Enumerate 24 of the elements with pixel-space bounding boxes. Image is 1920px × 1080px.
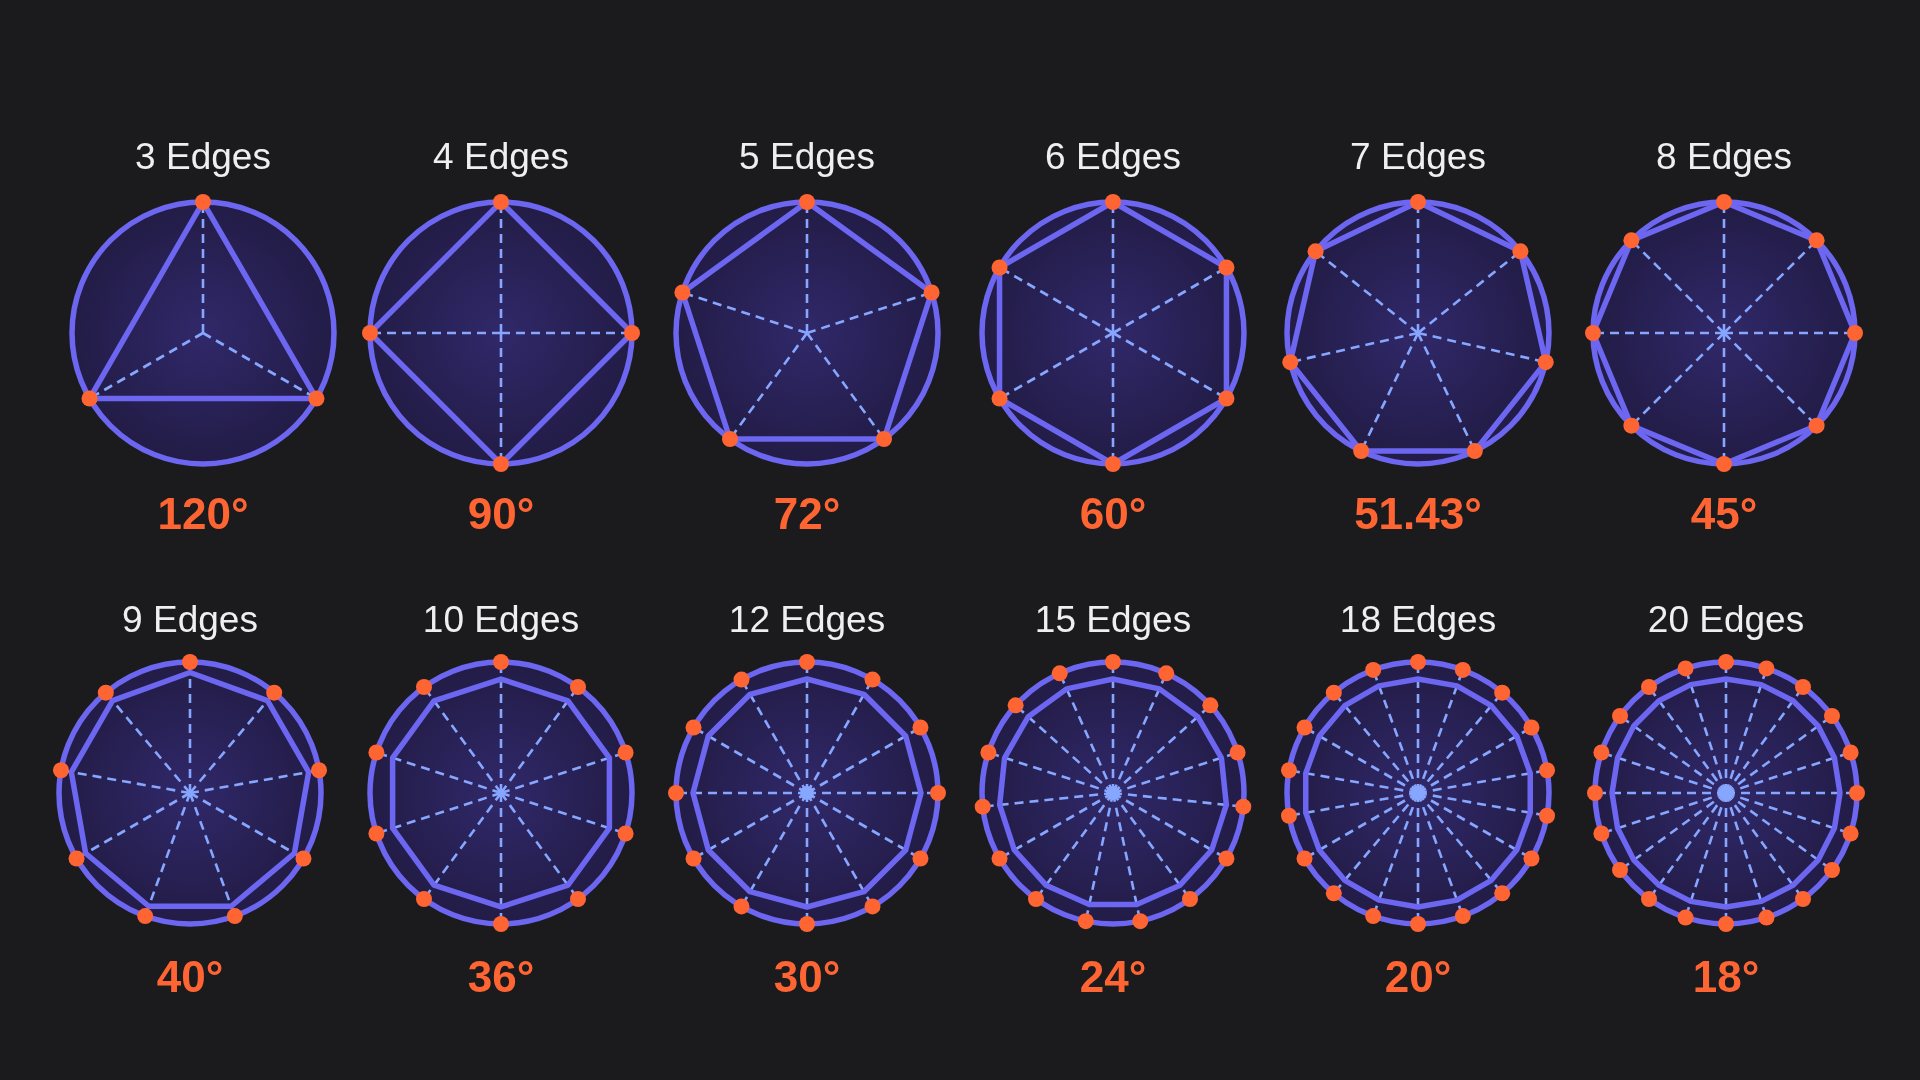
angle-value: 72° (773, 489, 841, 539)
angle-value: 24° (1079, 952, 1147, 1002)
edge-count-title: 8 Edges (1656, 136, 1792, 178)
angle-value: 40° (156, 952, 224, 1002)
edge-count-title: 12 Edges (728, 599, 886, 641)
edge-count-title: 6 Edges (1045, 136, 1181, 178)
angle-value: 30° (773, 952, 841, 1002)
angle-value: 60° (1079, 489, 1147, 539)
edge-count-title: 5 Edges (739, 136, 875, 178)
edge-count-title: 3 Edges (135, 136, 271, 178)
edge-count-title: 20 Edges (1647, 599, 1805, 641)
angle-value: 20° (1384, 952, 1452, 1002)
edge-count-title: 15 Edges (1034, 599, 1192, 641)
edge-count-title: 9 Edges (122, 599, 258, 641)
edge-count-title: 18 Edges (1339, 599, 1497, 641)
angle-value: 120° (157, 489, 249, 539)
angle-value: 51.43° (1354, 489, 1482, 539)
edge-count-title: 4 Edges (433, 136, 569, 178)
edge-count-title: 10 Edges (422, 599, 580, 641)
angle-value: 36° (467, 952, 535, 1002)
angle-value: 45° (1690, 489, 1758, 539)
edge-count-title: 7 Edges (1350, 136, 1486, 178)
angle-value: 90° (467, 489, 535, 539)
angle-value: 18° (1692, 952, 1760, 1002)
